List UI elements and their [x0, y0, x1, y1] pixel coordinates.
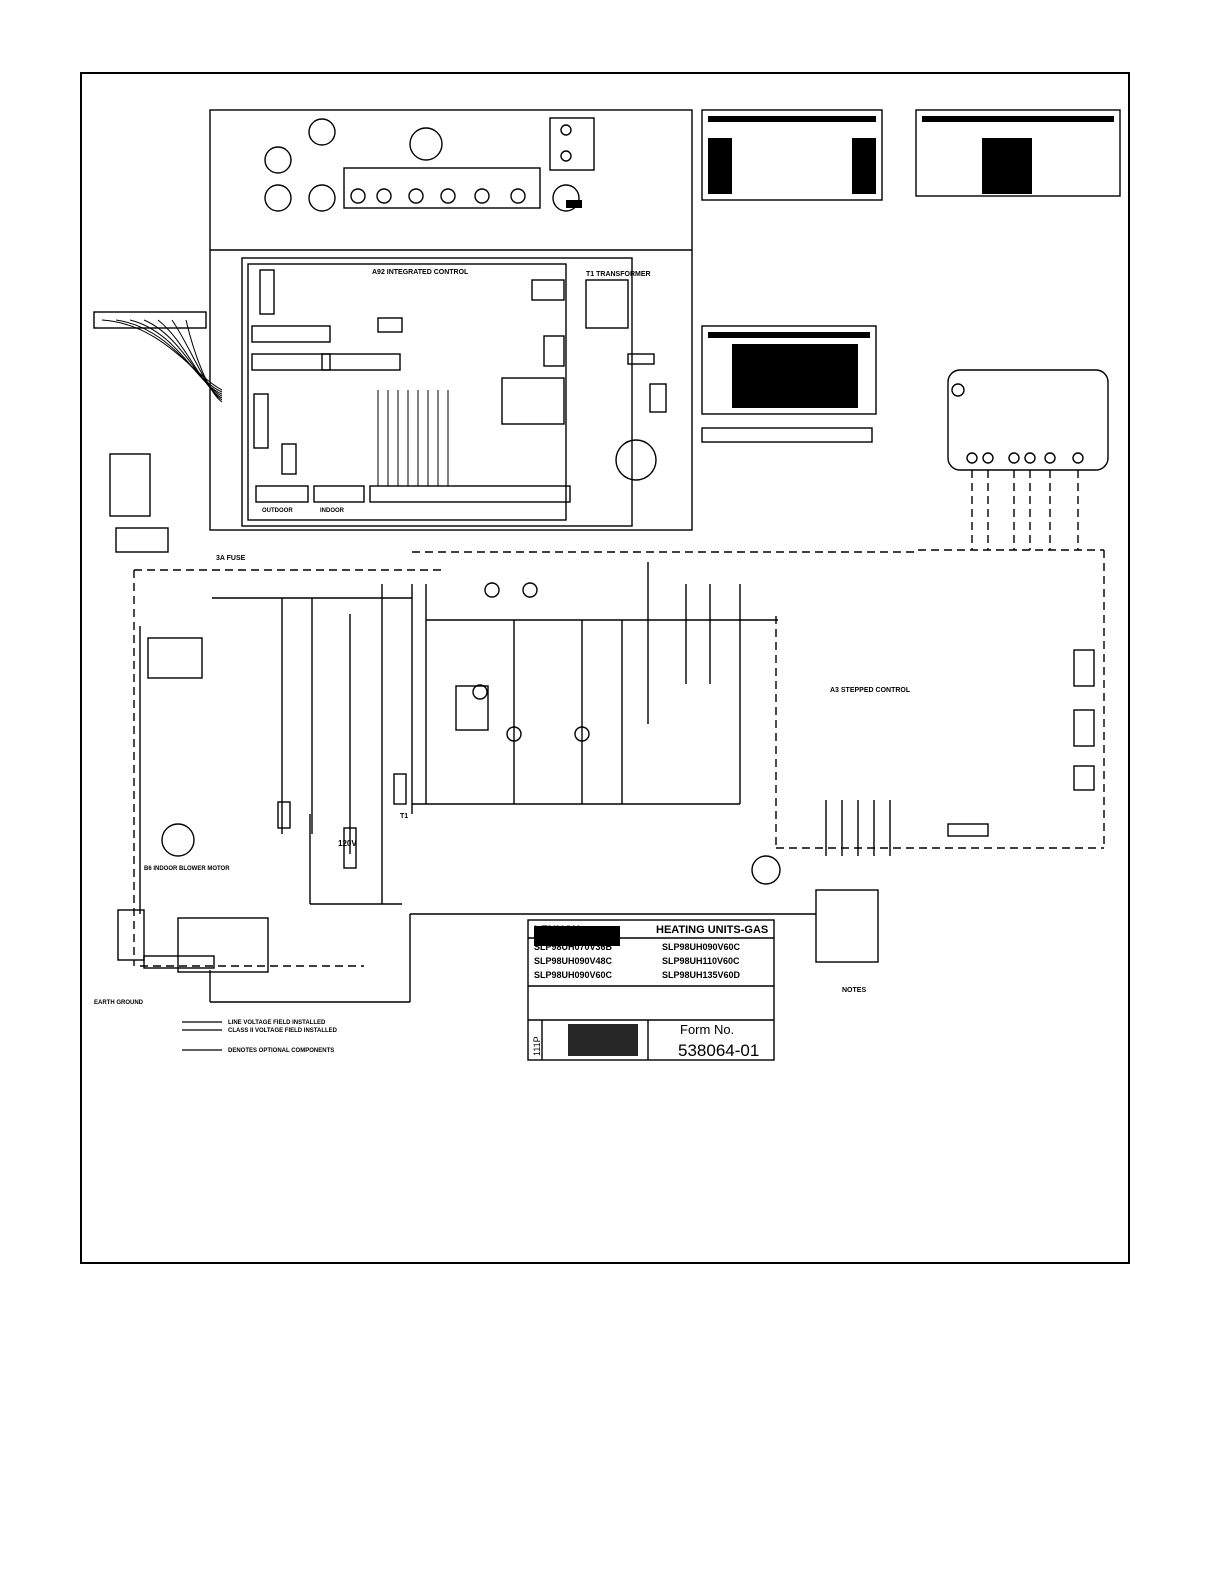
transformer-volts: 120V: [338, 839, 357, 848]
legend-class-ii: CLASS II VOLTAGE FIELD INSTALLED: [228, 1028, 338, 1034]
title-block: [527, 919, 775, 1061]
a92-label: A92 INTEGRATED CONTROL: [372, 269, 469, 276]
a3-label: A3 STEPPED CONTROL: [830, 687, 911, 694]
combustion-motor: [409, 127, 443, 161]
t1-transformer-label: T1 TRANSFORMER: [586, 271, 651, 278]
product-label: HEATING UNITS-GAS: [656, 924, 768, 936]
pressure-switch-box: [815, 889, 879, 963]
legend-optional: DENOTES OPTIONAL COMPONENTS: [228, 1048, 334, 1054]
thermostat-table: [915, 109, 1121, 197]
model-left-2: SLP98UH090V48C: [534, 956, 613, 966]
fuse-label: 3A FUSE: [216, 555, 246, 562]
model-right-1: SLP98UH090V60C: [662, 942, 741, 952]
unit-cabinet-outline: [209, 109, 693, 531]
t1-primary-coil: [393, 773, 407, 805]
indoor-label: INDOOR: [320, 508, 345, 514]
legend-line-voltage: LINE VOLTAGE FIELD INSTALLED: [228, 1020, 326, 1026]
side-code: 111P: [532, 1036, 542, 1056]
integrated-control-board: [241, 257, 633, 527]
brand-label: LENNOX: [534, 924, 581, 936]
model-right-2: SLP98UH110V60C: [662, 956, 740, 966]
page-frame: LENNOX HEATING UNITS-GAS SLP98UH070V36B …: [80, 72, 1130, 1264]
notes-title: NOTES: [842, 987, 866, 994]
wiring-diagram: LENNOX HEATING UNITS-GAS SLP98UH070V36B …: [93, 109, 1121, 1061]
t1-unit-label: T1: [400, 813, 408, 820]
form-label: Form No.: [680, 1022, 734, 1037]
ground-label: EARTH GROUND: [94, 1000, 144, 1006]
flame-rollout-box: [549, 117, 595, 171]
thermostat-outline: [947, 369, 1109, 471]
t1-transformer-box: [585, 279, 629, 329]
form-number: 538064-01: [678, 1041, 759, 1060]
burner-assembly: [343, 167, 541, 209]
model-right-3: SLP98UH135V60D: [662, 970, 741, 980]
qr-code: [568, 1024, 638, 1056]
model-left-1: SLP98UH070V36B: [534, 942, 613, 952]
outdoor-label: OUTDOOR: [262, 508, 293, 514]
b6-label: B6 INDOOR BLOWER MOTOR: [144, 866, 230, 872]
blower-speed-table: [701, 109, 883, 201]
indoor-blower-motor: [161, 823, 195, 857]
burner-ports: [350, 188, 526, 204]
component-table: [701, 325, 877, 415]
model-left-3: SLP98UH090V60C: [534, 970, 613, 980]
